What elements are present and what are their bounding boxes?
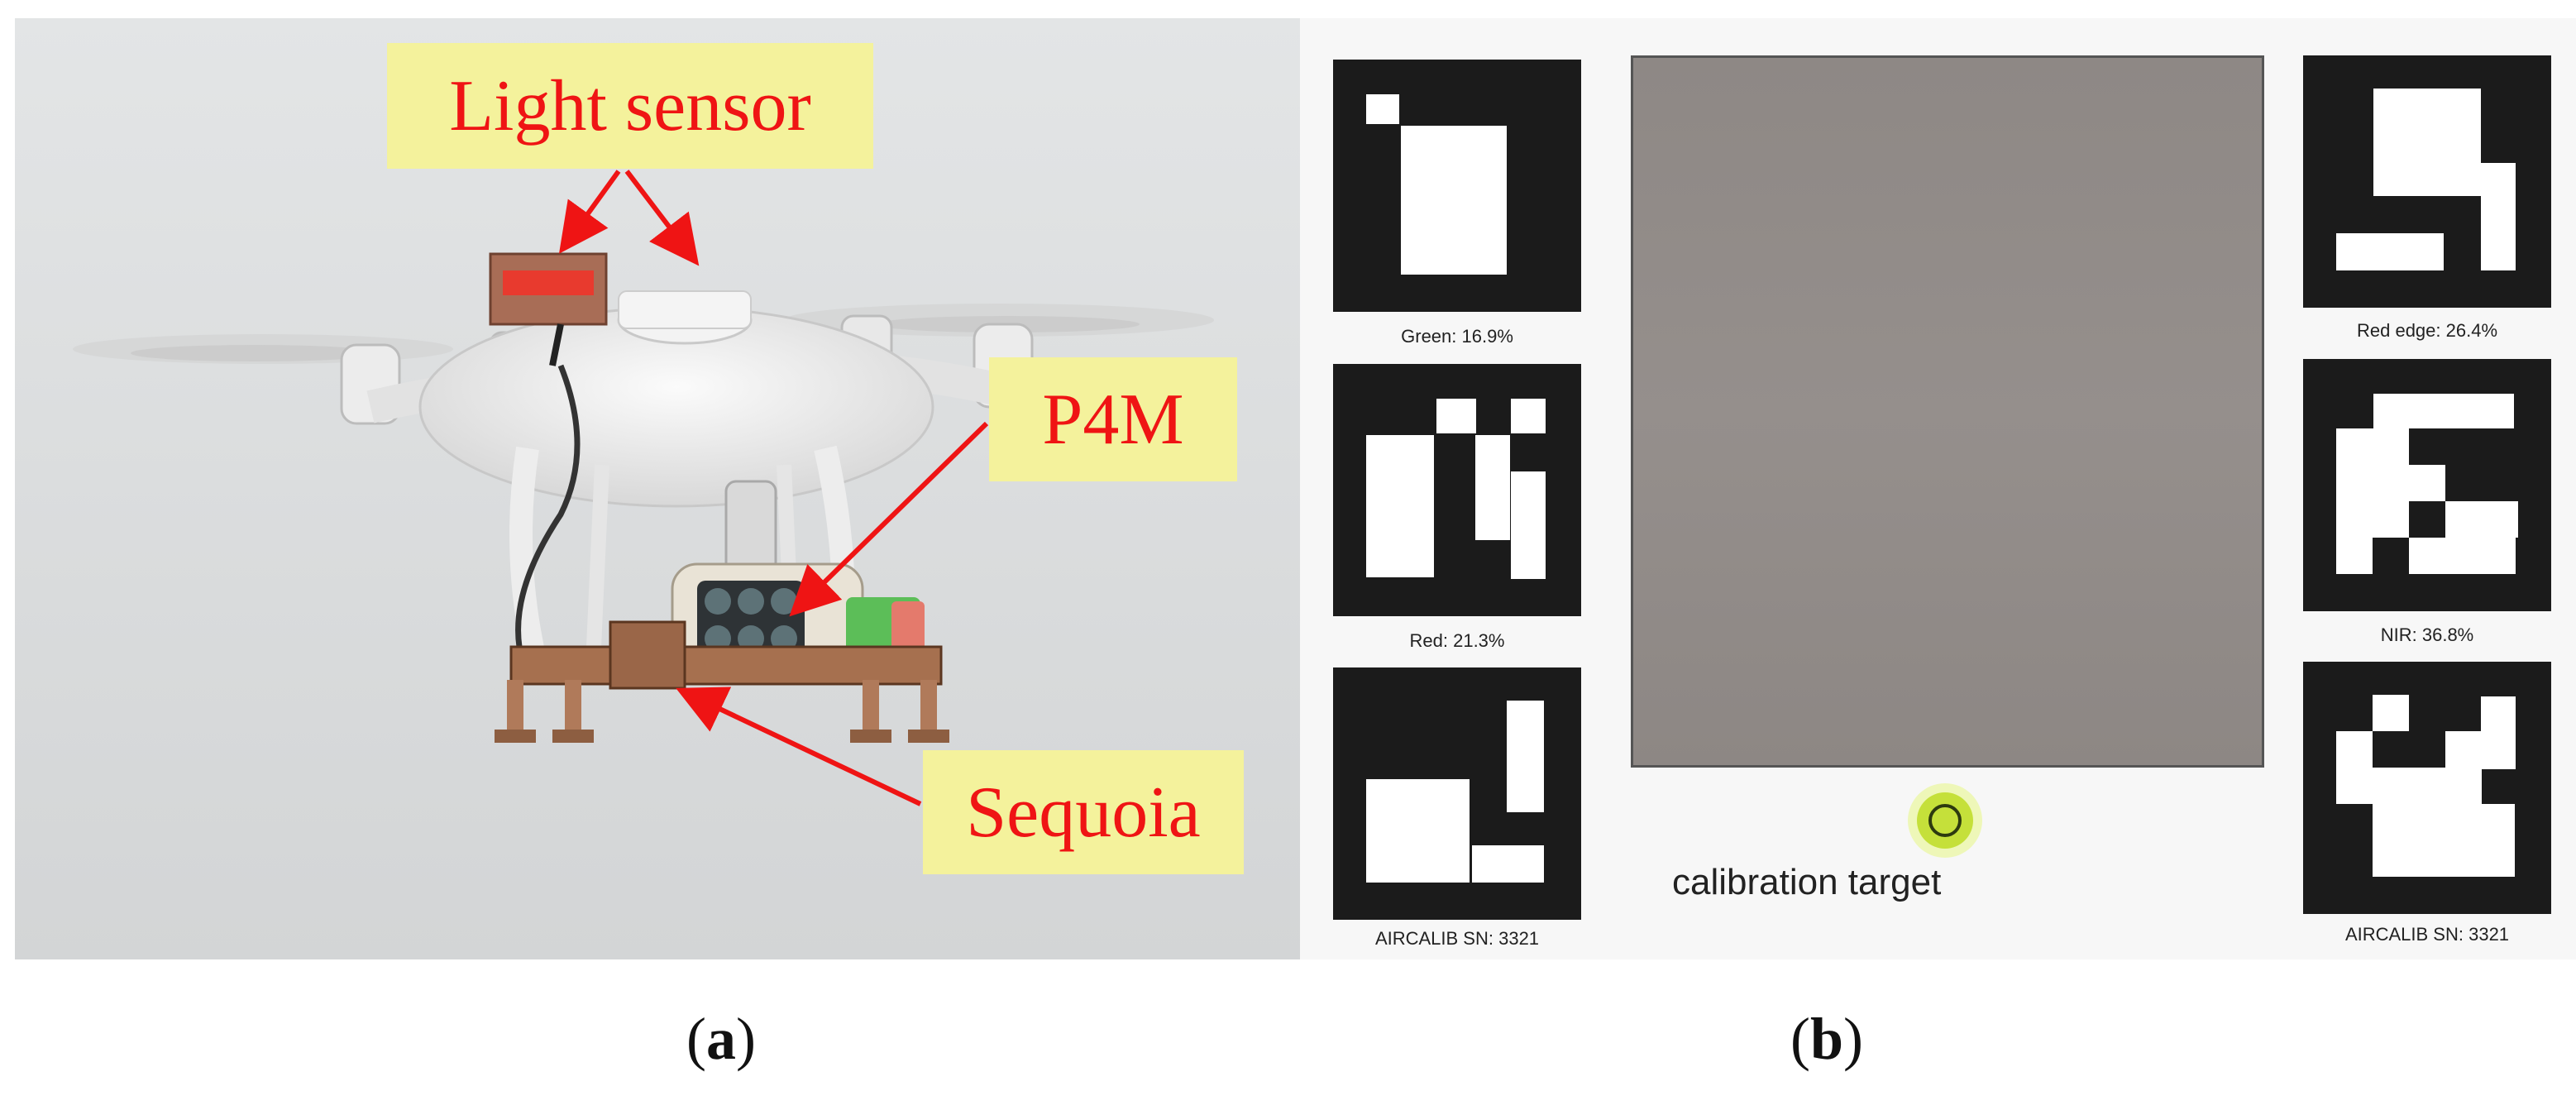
gimbal [724,480,777,574]
callout-arrows [558,170,989,806]
caption-b-close: ) [1843,1006,1864,1072]
caption-a-letter: a [705,1006,736,1072]
caption-a: (a) [686,1005,756,1074]
marker-red-label: Red: 21.3% [1409,630,1505,651]
caption-a-close: ) [735,1006,756,1072]
light-sensor-device [489,252,608,366]
marker-green [1333,60,1581,312]
gray-reflectance-panel [1631,55,2264,768]
marker-nir-label: NIR: 36.8% [2380,624,2474,645]
sequoia-label: Sequoia [923,750,1244,874]
caption-b-letter: b [1809,1006,1844,1072]
marker-green-label: Green: 16.9% [1401,326,1513,347]
light-sensor-label: Light sensor [387,43,873,169]
marker-serial-right [2303,662,2551,914]
caption-b-open: ( [1790,1006,1810,1072]
p4m-label: P4M [989,357,1237,481]
sensor-cable [515,364,581,648]
top-sensor-housing [618,290,752,329]
sequoia-mount [495,620,949,743]
marker-serial-right-label: AIRCALIB SN: 3321 [2344,924,2510,945]
caption-b: (b) [1790,1005,1863,1074]
marker-serial-left-label: AIRCALIB SN: 3321 [1374,928,1540,949]
marker-red [1333,364,1581,616]
drone-photo-panel: Light sensor P4M Sequoia [15,18,1301,959]
marker-red-edge [2303,55,2551,308]
marker-serial-left [1333,667,1581,920]
bubble-level-icon [1908,783,1982,858]
caption-a-open: ( [686,1006,706,1072]
calibration-target-label: calibration target [1672,862,1942,902]
calibration-target-panel: Green: 16.9% Red: 21.3% AIRCALIB SN: 332… [1300,18,2576,959]
marker-nir [2303,359,2551,611]
marker-red-edge-label: Red edge: 26.4% [2356,320,2498,341]
